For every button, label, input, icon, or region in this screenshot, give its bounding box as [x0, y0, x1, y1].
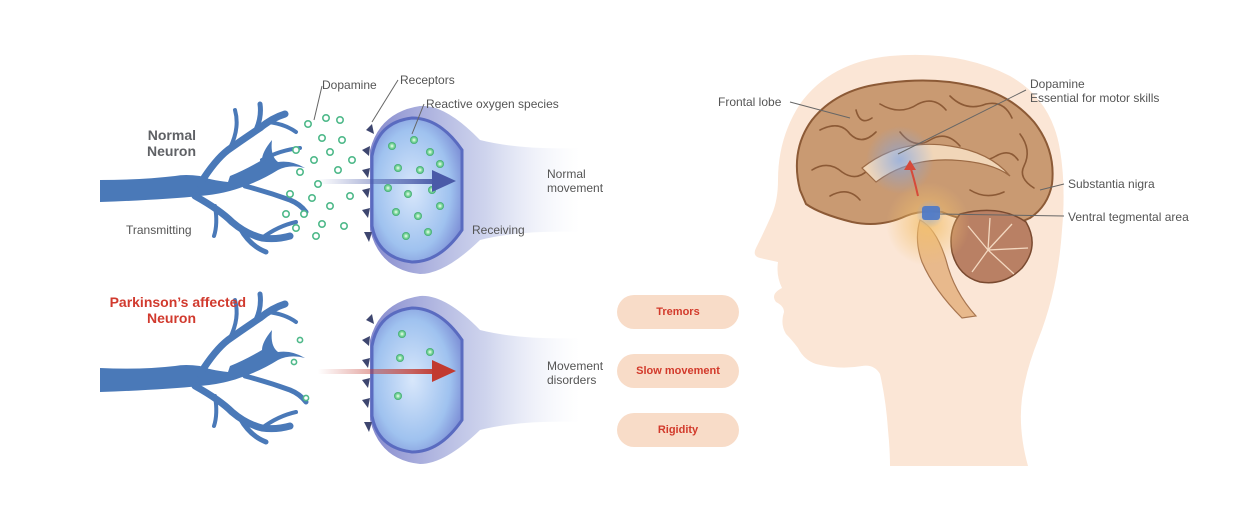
- movement-disorders-line1: Movement: [547, 359, 604, 373]
- normal-receptor-dots: [384, 136, 444, 240]
- dopamine-particle: [303, 120, 312, 129]
- normal-receiving-neuron: [362, 105, 580, 274]
- dopamine-particle: [291, 146, 300, 155]
- dopamine-particle: [290, 358, 298, 366]
- movement-disorders-label: Movement disorders: [547, 359, 603, 387]
- receptor-particle: [426, 148, 434, 156]
- dopamine-particle: [325, 202, 334, 211]
- brain: [795, 79, 1054, 319]
- symptom-rigidity: Rigidity: [617, 413, 739, 447]
- brain-dopamine-label: Dopamine Essential for motor skills: [1030, 77, 1159, 105]
- brain-leader-lines: [789, 89, 1065, 217]
- dopamine-particle: [302, 394, 310, 402]
- receptors-label: Receptors: [400, 73, 455, 87]
- dopamine-particle: [335, 116, 344, 125]
- receptor-particle: [402, 232, 410, 240]
- normal-title-line2: Neuron: [147, 143, 196, 159]
- receptor-particle: [394, 164, 402, 172]
- dopamine-particle: [317, 134, 326, 143]
- receptor-particle: [392, 208, 400, 216]
- dopamine-particle: [317, 220, 326, 229]
- pd-signal-arrow: [318, 360, 456, 382]
- dopamine-label: Dopamine: [322, 78, 377, 92]
- receptor-particle: [394, 392, 402, 400]
- receptor-particle: [436, 202, 444, 210]
- pd-neuron-title: Parkinson’s affected Neuron: [58, 294, 246, 326]
- dopamine-particle: [347, 156, 356, 165]
- vta-label: Ventral tegmental area: [1068, 210, 1189, 224]
- receptor-particle: [404, 190, 412, 198]
- pd-receptor-dots: [394, 330, 434, 400]
- pd-title-line1: Parkinson’s affected: [109, 294, 246, 310]
- dopamine-particle: [296, 336, 304, 344]
- substantia-nigra-label: Substantia nigra: [1068, 177, 1155, 191]
- dopamine-particle: [321, 114, 330, 123]
- movement-disorders-line2: disorders: [547, 373, 597, 387]
- normal-signal-arrow: [318, 170, 456, 192]
- receptor-particle: [416, 166, 424, 174]
- dopamine-particle: [291, 224, 300, 233]
- ros-label: Reactive oxygen species: [426, 97, 559, 111]
- receptor-particle: [424, 228, 432, 236]
- symptom-slow-movement: Slow movement: [617, 354, 739, 388]
- receptor-particle: [384, 184, 392, 192]
- brain-dopamine-line2: Essential for motor skills: [1030, 91, 1160, 105]
- brain-dopamine-line1: Dopamine: [1030, 77, 1085, 91]
- receptor-particle: [388, 142, 396, 150]
- dopamine-particle: [307, 194, 316, 203]
- dopamine-particle: [299, 210, 308, 219]
- receptor-particle: [410, 136, 418, 144]
- frontal-lobe-label: Frontal lobe: [718, 95, 782, 109]
- dopamine-particle: [281, 210, 290, 219]
- normal-movement-label: Normal movement: [547, 167, 603, 195]
- receiving-label: Receiving: [472, 223, 525, 237]
- receptor-particle: [396, 354, 404, 362]
- dopamine-particle: [311, 232, 320, 241]
- dopamine-particle: [325, 148, 334, 157]
- dopamine-particle: [345, 192, 354, 201]
- receptor-particle: [426, 348, 434, 356]
- pd-title-line2: Neuron: [147, 310, 196, 326]
- dopamine-particle: [339, 222, 348, 231]
- dopamine-particle: [333, 166, 342, 175]
- receptor-particle: [414, 212, 422, 220]
- receptor-particle: [436, 160, 444, 168]
- dopamine-particle: [309, 156, 318, 165]
- pd-receiving-neuron: [362, 295, 580, 464]
- neuron-leader-lines: [313, 79, 425, 135]
- dopamine-particle: [337, 136, 346, 145]
- receptor-particle: [398, 330, 406, 338]
- symptom-tremors: Tremors: [617, 295, 739, 329]
- dopamine-particle: [295, 168, 304, 177]
- transmitting-label: Transmitting: [126, 223, 192, 237]
- pd-transmitting-neuron: [100, 291, 309, 445]
- normal-movement-line2: movement: [547, 181, 604, 195]
- normal-neuron-title: Normal Neuron: [120, 127, 196, 159]
- pd-dopamine-particles: [290, 336, 310, 402]
- normal-title-line1: Normal: [147, 127, 196, 143]
- normal-movement-line1: Normal: [547, 167, 586, 181]
- normal-dopamine-particles: [281, 114, 356, 241]
- dopamine-particle: [285, 190, 294, 199]
